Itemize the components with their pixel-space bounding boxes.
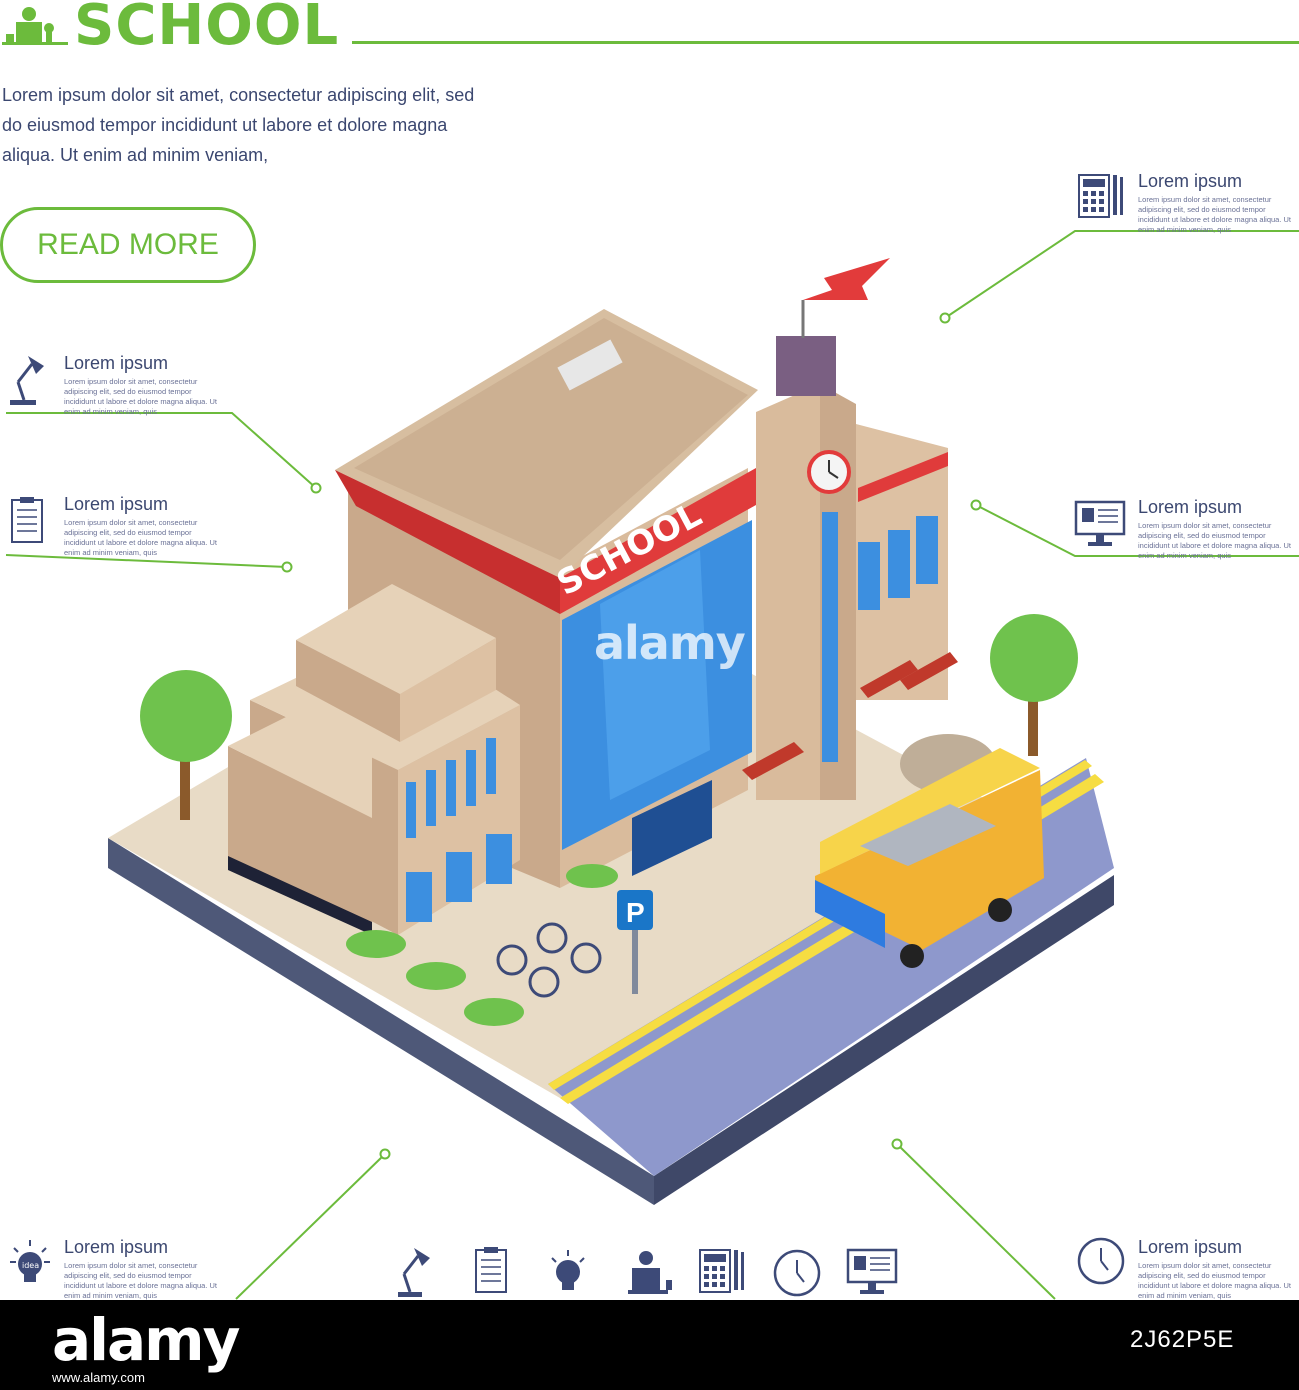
parking-sign xyxy=(617,890,653,930)
school-illustration: SCHOOL xyxy=(108,258,1114,1205)
callout-right-monitor: Lorem ipsum Lorem ipsum dolor sit amet, … xyxy=(1138,496,1298,561)
clock-icon xyxy=(773,1249,821,1297)
base-left-side xyxy=(108,838,654,1205)
clipboard-icon xyxy=(475,1247,507,1293)
callout-body: Lorem ipsum dolor sit amet, consectetur … xyxy=(1138,195,1292,234)
callout-title: Lorem ipsum xyxy=(64,353,169,373)
callout-left-clipboard: Lorem ipsum Lorem ipsum dolor sit amet, … xyxy=(64,493,224,558)
callout-title: Lorem ipsum xyxy=(1138,497,1243,517)
flag xyxy=(803,258,890,300)
desk-lamp-icon xyxy=(6,352,46,405)
icon-strip xyxy=(396,1244,906,1300)
connector-lines xyxy=(5,230,1299,1300)
callout-bottom-right: Lorem ipsum Lorem ipsum dolor sit amet, … xyxy=(1138,1236,1298,1301)
calculator-icon xyxy=(699,1249,744,1293)
callout-title: Lorem ipsum xyxy=(1138,171,1243,191)
footer-bar xyxy=(0,1300,1299,1390)
callout-body: Lorem ipsum dolor sit amet, consectetur … xyxy=(64,377,218,416)
callout-title: Lorem ipsum xyxy=(64,494,169,514)
callout-body: Lorem ipsum dolor sit amet, consectetur … xyxy=(64,518,218,557)
intro-text: Lorem ipsum dolor sit amet, consectetur … xyxy=(2,85,475,165)
computer-monitor-icon xyxy=(1074,500,1126,546)
computer-monitor-icon xyxy=(846,1248,898,1294)
calculator-icon xyxy=(1077,173,1123,218)
lightbulb-icon: idea xyxy=(8,1238,50,1282)
main-roof-inner xyxy=(354,318,748,560)
school-bus xyxy=(815,770,1044,950)
footer-brand: alamy xyxy=(52,1306,240,1374)
callout-title: Lorem ipsum xyxy=(64,1237,169,1257)
callout-body: Lorem ipsum dolor sit amet, consectetur … xyxy=(1138,1261,1292,1300)
bicycles xyxy=(496,922,602,998)
base-right-side xyxy=(654,875,1114,1205)
clipboard-icon xyxy=(10,496,50,543)
page-title: SCHOOL xyxy=(74,0,340,58)
clock-icon xyxy=(1076,1236,1125,1285)
svg-text:P: P xyxy=(626,897,645,928)
main-entrance xyxy=(632,780,712,876)
svg-text:idea: idea xyxy=(22,1261,39,1270)
callout-top-right: Lorem ipsum Lorem ipsum dolor sit amet, … xyxy=(1138,170,1298,235)
callout-body: Lorem ipsum dolor sit amet, consectetur … xyxy=(1138,521,1292,560)
footer-url: www.alamy.com xyxy=(52,1370,145,1385)
callout-left-lamp: Lorem ipsum Lorem ipsum dolor sit amet, … xyxy=(64,352,224,417)
header-logo-icon xyxy=(2,2,68,46)
callout-title: Lorem ipsum xyxy=(1138,1237,1243,1257)
school-banner xyxy=(560,468,756,614)
footer-image-id: 2J62P5E xyxy=(1130,1326,1235,1353)
lightbulb-icon xyxy=(551,1250,585,1290)
read-more-button[interactable]: READ MORE xyxy=(0,207,256,283)
watermark: alamy xyxy=(594,616,746,670)
laptop-user-icon xyxy=(628,1251,672,1294)
desk-lamp-icon xyxy=(398,1248,430,1297)
callout-body: Lorem ipsum dolor sit amet, consectetur … xyxy=(64,1261,218,1300)
header-divider xyxy=(352,41,1299,44)
tree-right xyxy=(990,614,1078,702)
tree-left xyxy=(140,670,232,762)
callout-bottom-left: Lorem ipsum Lorem ipsum dolor sit amet, … xyxy=(64,1236,224,1301)
